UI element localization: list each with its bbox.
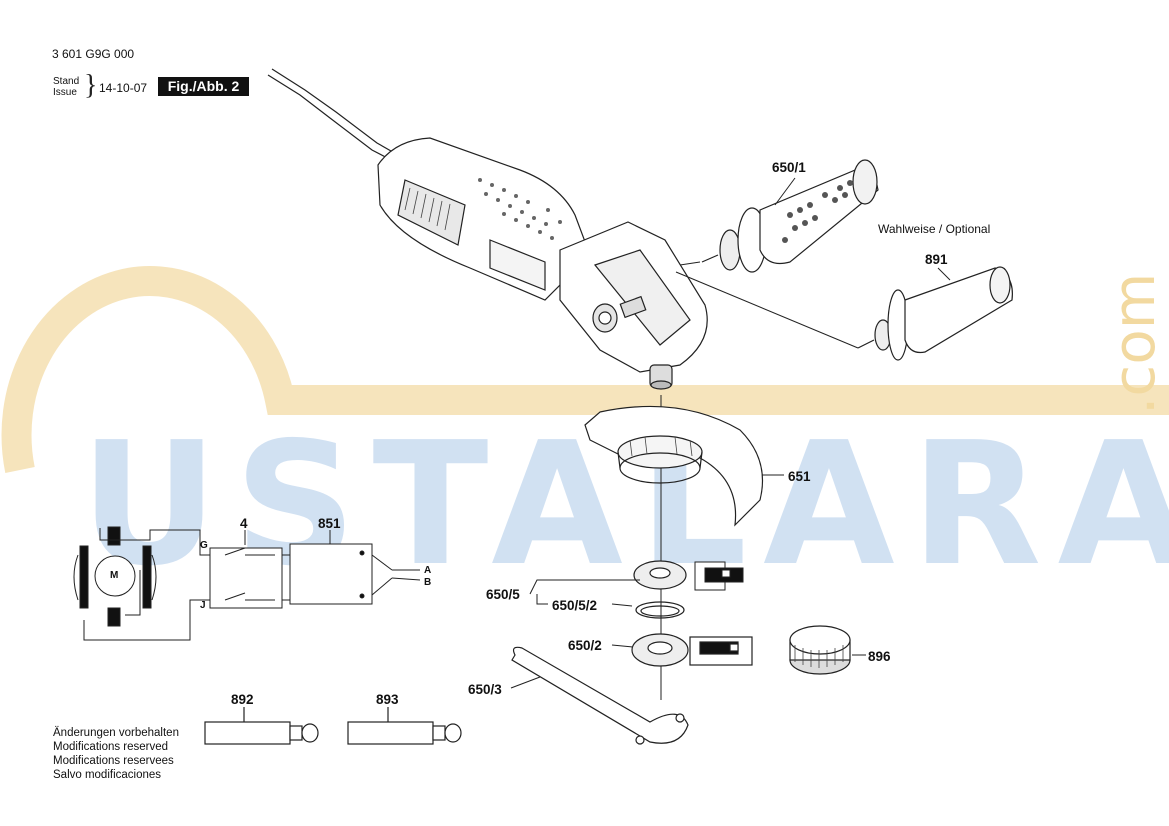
side-handle-650-1 — [701, 159, 879, 273]
power-cord — [267, 68, 399, 163]
stand-label: Stand — [53, 76, 80, 87]
optional-note: Wahlweise / Optional — [878, 222, 991, 236]
document-number: 3 601 G9G 000 — [52, 47, 135, 61]
leader-lines — [510, 177, 951, 689]
flange-650-5 — [633, 560, 687, 619]
note-de: Änderungen vorbehalten — [53, 727, 179, 739]
modification-notes: Änderungen vorbehalten Modifications res… — [53, 726, 179, 782]
label-650-3: 650/3 — [468, 682, 502, 697]
label-4: 4 — [240, 516, 248, 531]
terminal-j: J — [200, 600, 206, 611]
wiring-diagram — [73, 526, 421, 641]
note-fr: Modifications reservees — [53, 755, 174, 767]
grease-tubes — [204, 707, 462, 745]
label-650-2: 650/2 — [568, 638, 602, 653]
issue-label: Issue — [53, 87, 77, 98]
label-650-5-2: 650/5/2 — [552, 598, 598, 613]
motor-label: M — [110, 570, 119, 581]
brace-glyph: } — [84, 70, 98, 101]
label-651: 651 — [788, 469, 811, 484]
flange-section-detail — [694, 561, 744, 591]
quick-nut-896 — [789, 625, 851, 675]
note-en: Modifications reserved — [53, 741, 169, 753]
terminal-a: A — [424, 565, 432, 576]
figure-label: Fig./Abb. 2 — [158, 77, 249, 96]
spanner-650-3 — [511, 646, 689, 745]
label-896: 896 — [868, 649, 891, 664]
handle-891 — [857, 266, 1013, 361]
label-893: 893 — [376, 692, 399, 707]
clamping-nut-650-2 — [631, 633, 753, 667]
label-891: 891 — [925, 252, 948, 267]
label-650-1: 650/1 — [772, 160, 806, 175]
terminal-b: B — [424, 577, 432, 588]
issue-date: 14-10-07 — [99, 81, 148, 95]
watermark-arc — [1, 265, 1169, 473]
guard-651 — [584, 405, 764, 527]
label-892: 892 — [231, 692, 254, 707]
terminal-g: G — [200, 540, 208, 551]
label-851: 851 — [318, 516, 341, 531]
grinder-body — [377, 137, 708, 390]
note-es: Salvo modificaciones — [53, 769, 162, 781]
label-650-5: 650/5 — [486, 587, 520, 602]
